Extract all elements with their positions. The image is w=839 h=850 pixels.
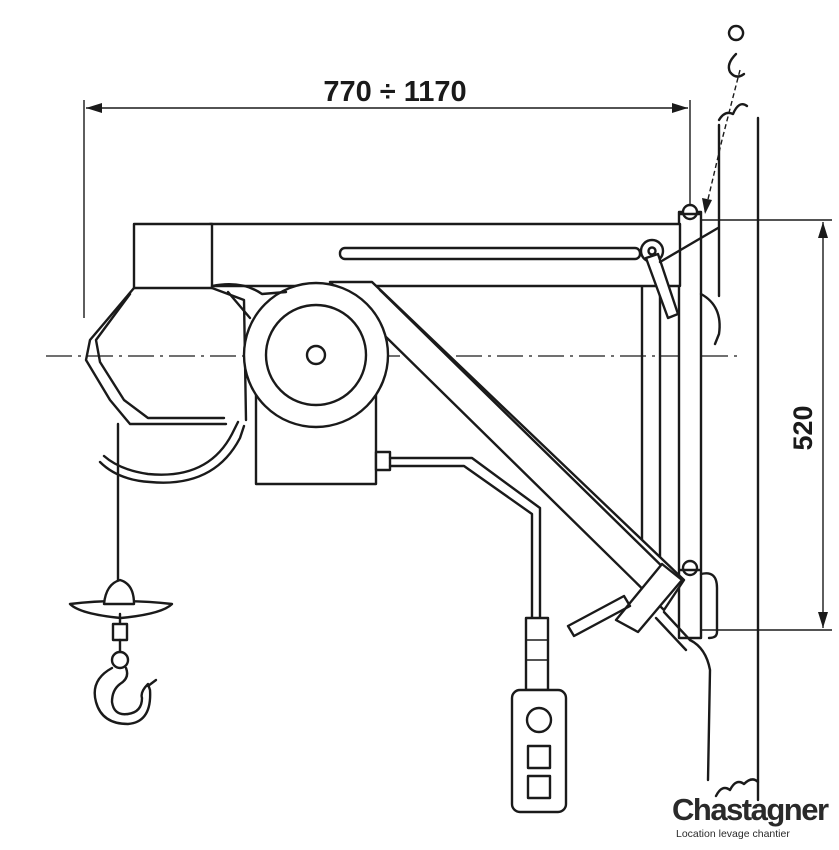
brand-logo: Chastagner Location levage chantier [672,792,837,850]
up-button[interactable] [526,744,552,770]
reach-dimension: 770 ÷ 1170 [83,76,691,318]
hook-assembly [68,422,174,726]
wall-post [702,24,760,802]
slot-track [338,246,642,261]
top-clamp-bolt-icon [681,203,699,221]
hook-icon [93,666,152,726]
height-dimension-label: 520 [788,405,818,450]
brand-name: Chastagner [672,792,829,827]
height-arrow-top [818,222,828,238]
control-cable [388,456,542,624]
down-button[interactable] [526,774,552,800]
emergency-stop-button[interactable] [525,706,553,734]
cable-gland [374,450,392,472]
safety-pin-icon [727,24,746,78]
diagonal-brace [328,280,692,652]
height-arrow-bottom [818,612,828,628]
lock-lever [644,252,680,320]
brand-tagline: Location levage chantier [676,828,790,840]
reach-arrow-right [672,103,688,113]
height-dimension: 520 [690,219,832,631]
mast-frame [640,203,721,782]
winch-motor [210,281,392,486]
reach-arrow-left [86,103,102,113]
reach-dimension-label: 770 ÷ 1170 [323,76,466,108]
pendant-controller [510,616,568,814]
bottom-brace-foot [614,562,684,634]
bottom-clamp-bolt-icon [681,559,699,577]
